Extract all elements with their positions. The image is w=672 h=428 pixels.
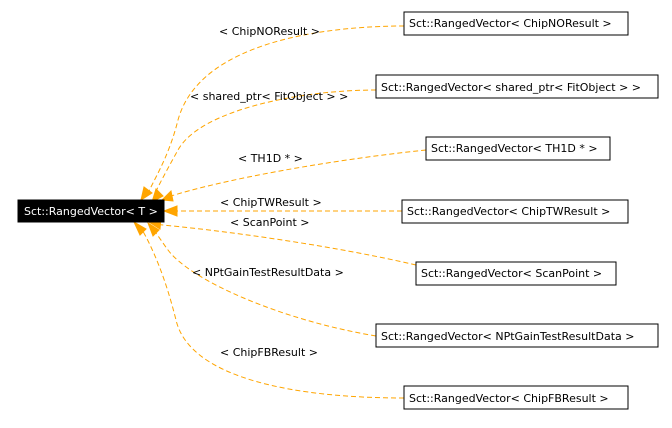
- node-nptgain-label: Sct::RangedVector< NPtGainTestResultData…: [381, 330, 634, 343]
- arrowhead-chipno: [140, 186, 153, 202]
- node-fitobj-label: Sct::RangedVector< shared_ptr< FitObject…: [381, 81, 641, 94]
- edge-th1d: [167, 149, 427, 198]
- node-chiptw-label: Sct::RangedVector< ChipTWResult >: [407, 205, 610, 218]
- edge-label-th1d: < TH1D * >: [238, 152, 303, 165]
- node-fitobj[interactable]: Sct::RangedVector< shared_ptr< FitObject…: [375, 74, 659, 99]
- node-chipno[interactable]: Sct::RangedVector< ChipNOResult >: [403, 11, 629, 36]
- node-chipfb-label: Sct::RangedVector< ChipFBResult >: [409, 392, 609, 405]
- node-th1d[interactable]: Sct::RangedVector< TH1D * >: [425, 136, 611, 161]
- edge-labels: < ChipNOResult > < shared_ptr< FitObject…: [190, 25, 348, 359]
- edge-nptgain: [149, 225, 377, 337]
- node-scanpt[interactable]: Sct::RangedVector< ScanPoint >: [415, 261, 617, 286]
- edge-label-chiptw: < ChipTWResult >: [220, 196, 322, 209]
- node-th1d-box: [425, 136, 611, 161]
- node-chipno-label: Sct::RangedVector< ChipNOResult >: [409, 17, 612, 30]
- node-chiptw-box: [401, 199, 629, 224]
- node-root-label: Sct::RangedVector< T >: [24, 205, 158, 218]
- arrowheads: [132, 186, 178, 237]
- arrowhead-th1d: [160, 189, 174, 202]
- node-root-box: [17, 199, 165, 223]
- node-nptgain-box: [375, 323, 659, 348]
- node-chiptw[interactable]: Sct::RangedVector< ChipTWResult >: [401, 199, 629, 224]
- node-chipfb[interactable]: Sct::RangedVector< ChipFBResult >: [403, 385, 629, 410]
- node-root[interactable]: Sct::RangedVector< T >: [17, 199, 165, 223]
- node-th1d-label: Sct::RangedVector< TH1D * >: [431, 142, 598, 155]
- node-fitobj-box: [375, 74, 659, 99]
- node-nptgain[interactable]: Sct::RangedVector< NPtGainTestResultData…: [375, 323, 659, 348]
- edge-chipno: [146, 25, 405, 197]
- edge-fitobj: [153, 89, 377, 197]
- edge-label-chipno: < ChipNOResult >: [219, 25, 320, 38]
- arrowhead-chiptw: [162, 205, 178, 217]
- edge-chipfb: [139, 225, 405, 399]
- arrowhead-chipfb: [132, 220, 147, 236]
- edge-scanpt: [151, 223, 417, 266]
- node-chipno-box: [403, 11, 629, 36]
- arrowhead-fitobj: [151, 188, 164, 204]
- edge-label-chipfb: < ChipFBResult >: [220, 346, 318, 359]
- node-scanpt-label: Sct::RangedVector< ScanPoint >: [421, 267, 602, 280]
- edge-label-nptgain: < NPtGainTestResultData >: [192, 266, 344, 279]
- node-chipfb-box: [403, 385, 629, 410]
- edge-label-scanpt: < ScanPoint >: [230, 216, 309, 229]
- arrowhead-nptgain: [146, 221, 160, 237]
- node-scanpt-box: [415, 261, 617, 286]
- edge-label-fitobj: < shared_ptr< FitObject > >: [190, 90, 348, 103]
- edges: [139, 25, 427, 399]
